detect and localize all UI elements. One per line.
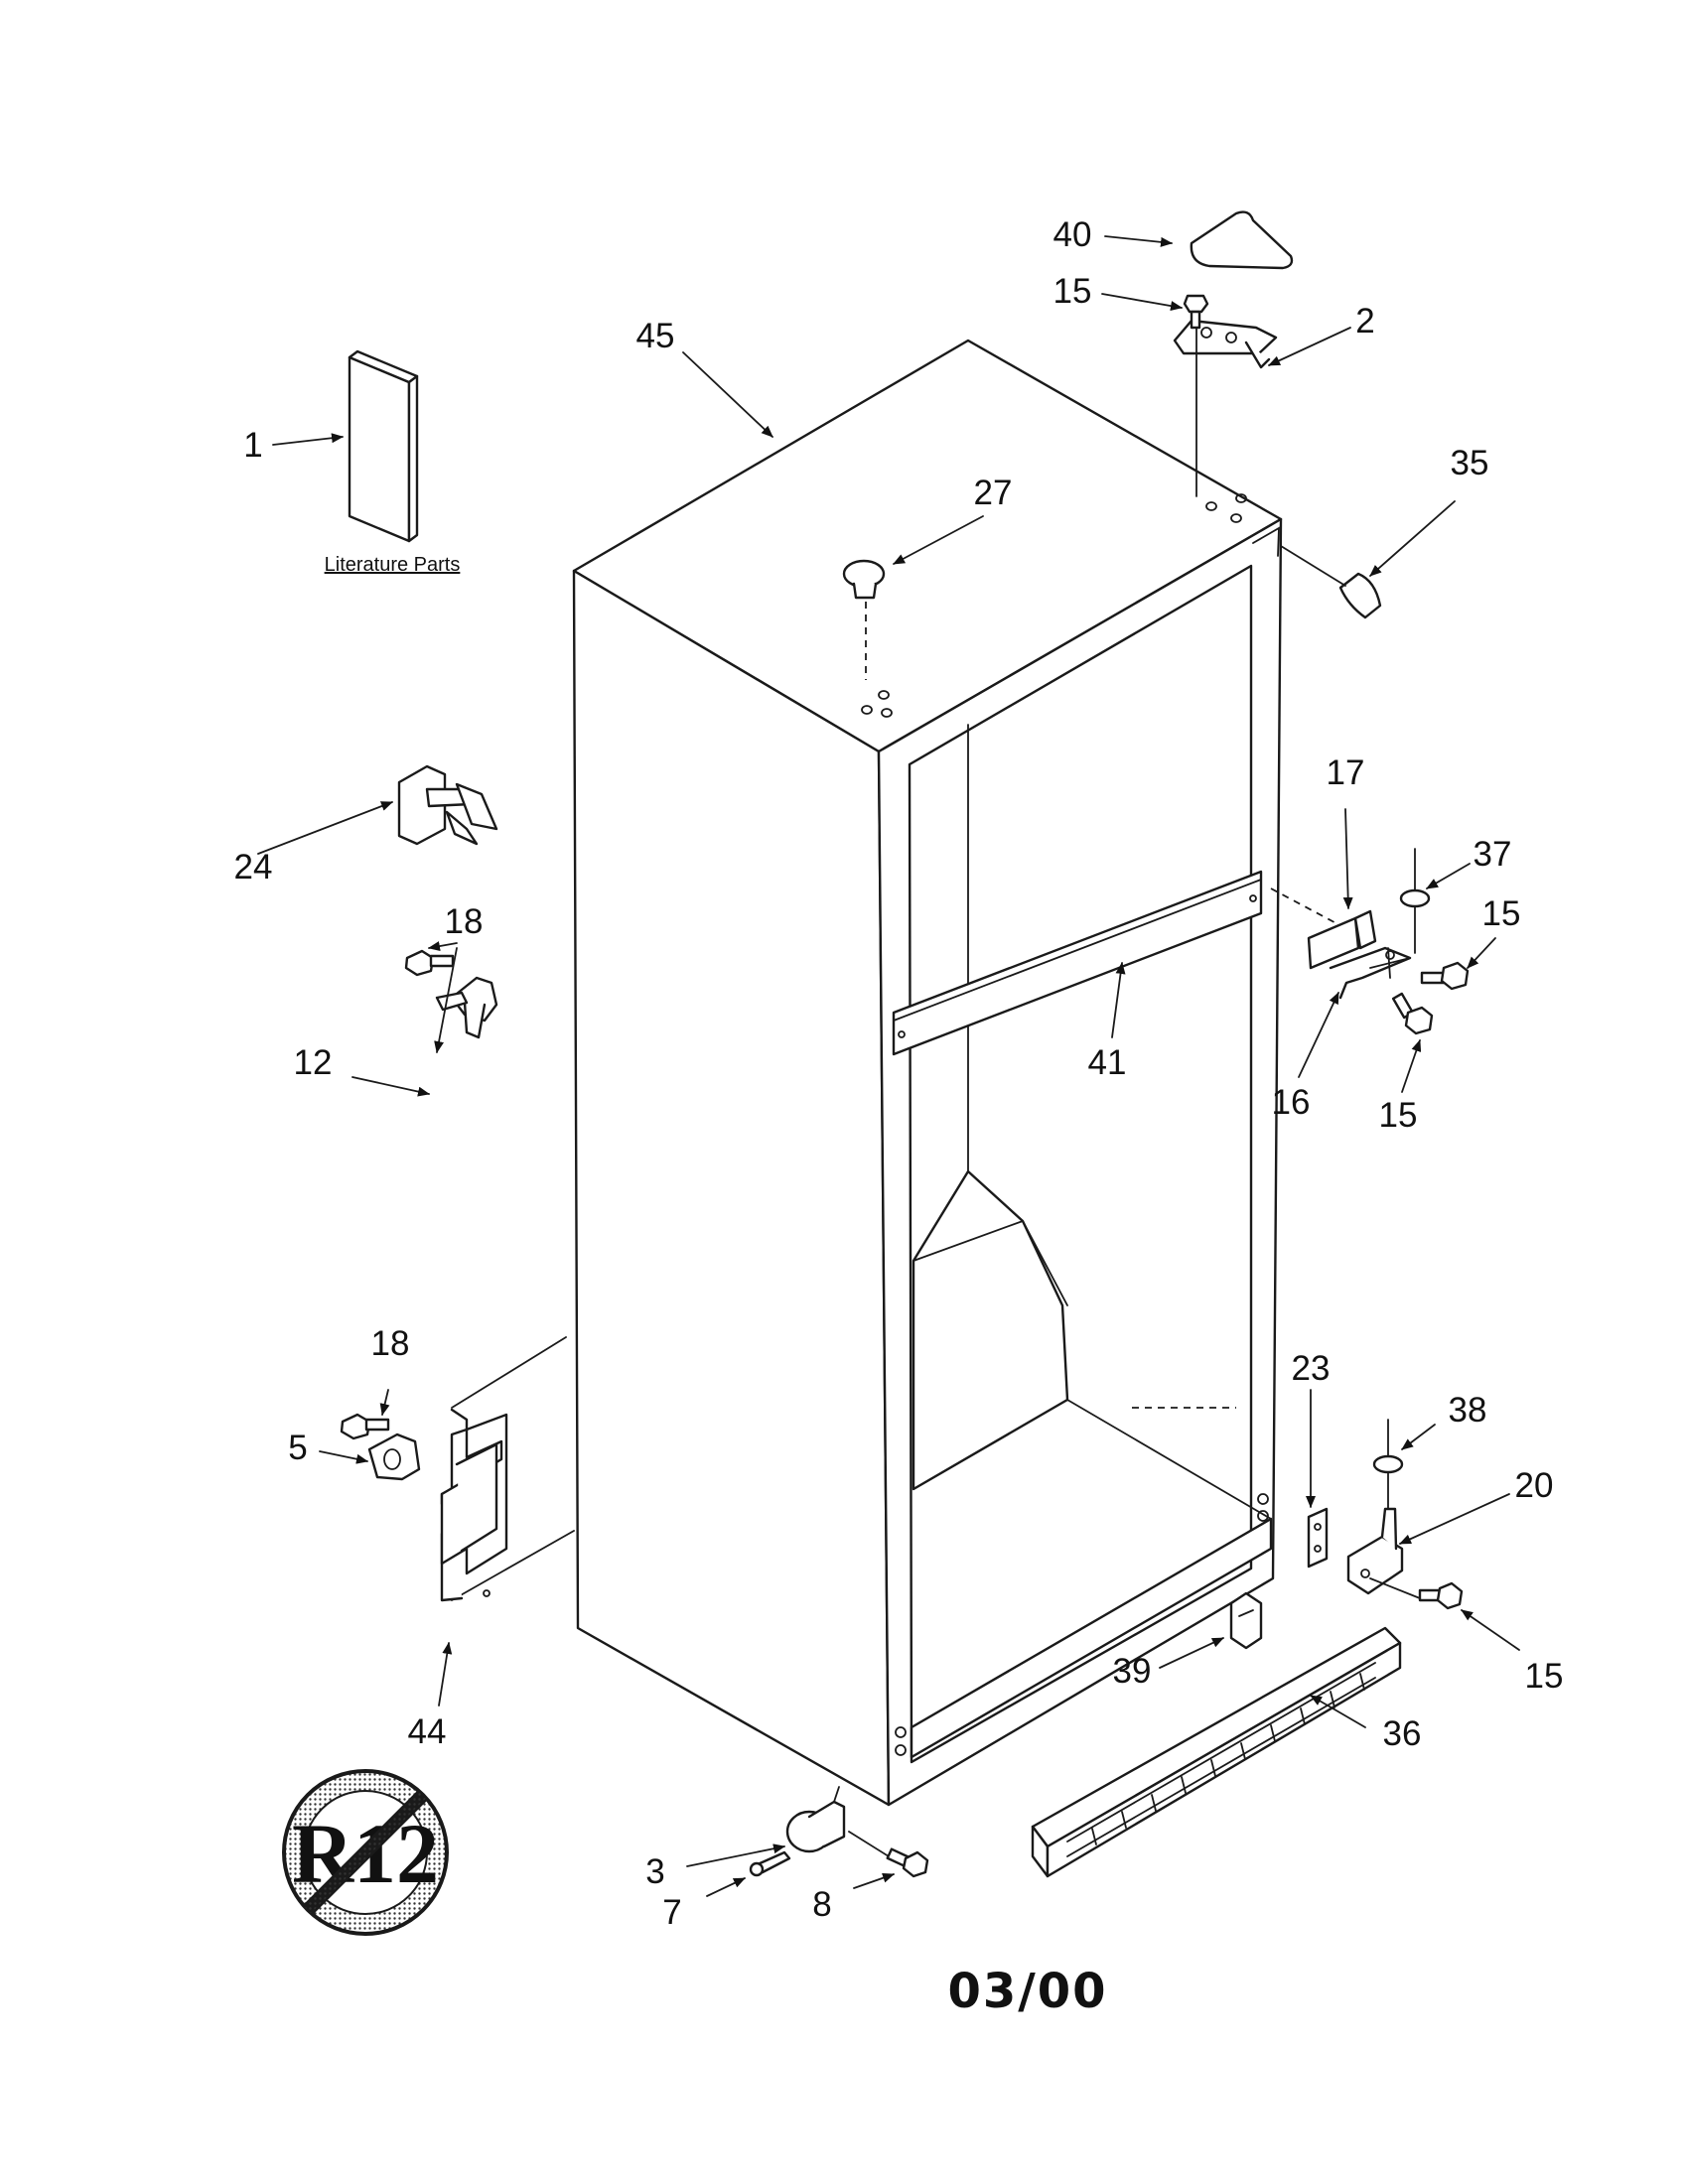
hinge-plate-part-44 — [440, 1336, 575, 1602]
callout-18-upper: 18 — [445, 902, 484, 941]
roller-axle-part-7 — [749, 1850, 791, 1877]
cabinet-part-45 — [572, 339, 1283, 1807]
hinge-cover-part-40 — [1190, 210, 1294, 270]
washer-part-37 — [1399, 848, 1431, 954]
callout-12: 12 — [294, 1043, 333, 1082]
callout-15-hinge-mid-lower: 15 — [1379, 1096, 1418, 1135]
bottom-hinge-part-20 — [1346, 1507, 1404, 1595]
bracket-screw-18-upper — [404, 949, 455, 977]
callout-44: 44 — [408, 1712, 447, 1751]
callout-24: 24 — [234, 848, 273, 887]
bracket-screw-18-lower — [340, 1413, 390, 1440]
grille-clip-part-39 — [1229, 1591, 1263, 1650]
literature-book-part-1: Literature Parts — [325, 349, 461, 576]
no-r12-badge: R12 — [282, 1769, 449, 1936]
hinge-screw-mid-1 — [1420, 961, 1470, 991]
callout-18-lower: 18 — [371, 1324, 410, 1363]
callout-37: 37 — [1474, 835, 1512, 874]
callout-5: 5 — [288, 1429, 307, 1467]
callout-7: 7 — [662, 1893, 681, 1932]
callout-1: 1 — [243, 426, 262, 465]
callout-38: 38 — [1449, 1391, 1487, 1430]
callout-41: 41 — [1088, 1043, 1127, 1082]
roller-assembly-part-3 — [785, 1786, 846, 1853]
grille-slots — [1066, 1662, 1376, 1857]
center-hinge-part-16 — [1270, 887, 1412, 1000]
roller-screw-part-8 — [848, 1831, 929, 1878]
callout-17: 17 — [1327, 753, 1365, 792]
leader-lines — [257, 235, 1520, 1897]
callout-15-hinge-bottom: 15 — [1525, 1657, 1564, 1696]
callout-20: 20 — [1515, 1466, 1554, 1505]
callout-36: 36 — [1383, 1714, 1422, 1753]
callout-15-top: 15 — [1053, 272, 1092, 311]
plug-button-part-27 — [842, 559, 886, 680]
hinge-screw-bottom — [1369, 1577, 1464, 1610]
callout-40: 40 — [1053, 215, 1092, 254]
callout-35: 35 — [1451, 444, 1489, 482]
callout-2: 2 — [1355, 302, 1374, 341]
hinge-screw-mid-2 — [1391, 992, 1434, 1035]
door-stop-part-24 — [397, 764, 498, 846]
literature-parts-label: Literature Parts — [325, 554, 461, 576]
stop-bracket-part-12 — [435, 976, 498, 1039]
callout-45: 45 — [636, 317, 675, 355]
callout-8: 8 — [812, 1885, 831, 1924]
callout-15-hinge-mid: 15 — [1482, 894, 1521, 933]
hinge-bracket-part-5 — [367, 1433, 421, 1481]
hinge-cap-part-35 — [1280, 545, 1382, 619]
callout-39: 39 — [1113, 1652, 1152, 1691]
callout-16: 16 — [1272, 1083, 1311, 1122]
hinge-screw-top — [1183, 294, 1209, 330]
shim-part-23 — [1307, 1507, 1329, 1569]
washer-part-38 — [1372, 1419, 1404, 1510]
date-code: 03/00 — [947, 1964, 1107, 2019]
divider-bar-part-41 — [892, 870, 1263, 1056]
callout-23: 23 — [1292, 1349, 1331, 1388]
callout-3: 3 — [645, 1852, 664, 1891]
callout-labels: 40 15 2 45 1 27 35 17 37 15 16 15 41 24 … — [234, 215, 1564, 1932]
hinge-pin-part-17 — [1353, 909, 1377, 950]
callout-27: 27 — [974, 474, 1013, 512]
